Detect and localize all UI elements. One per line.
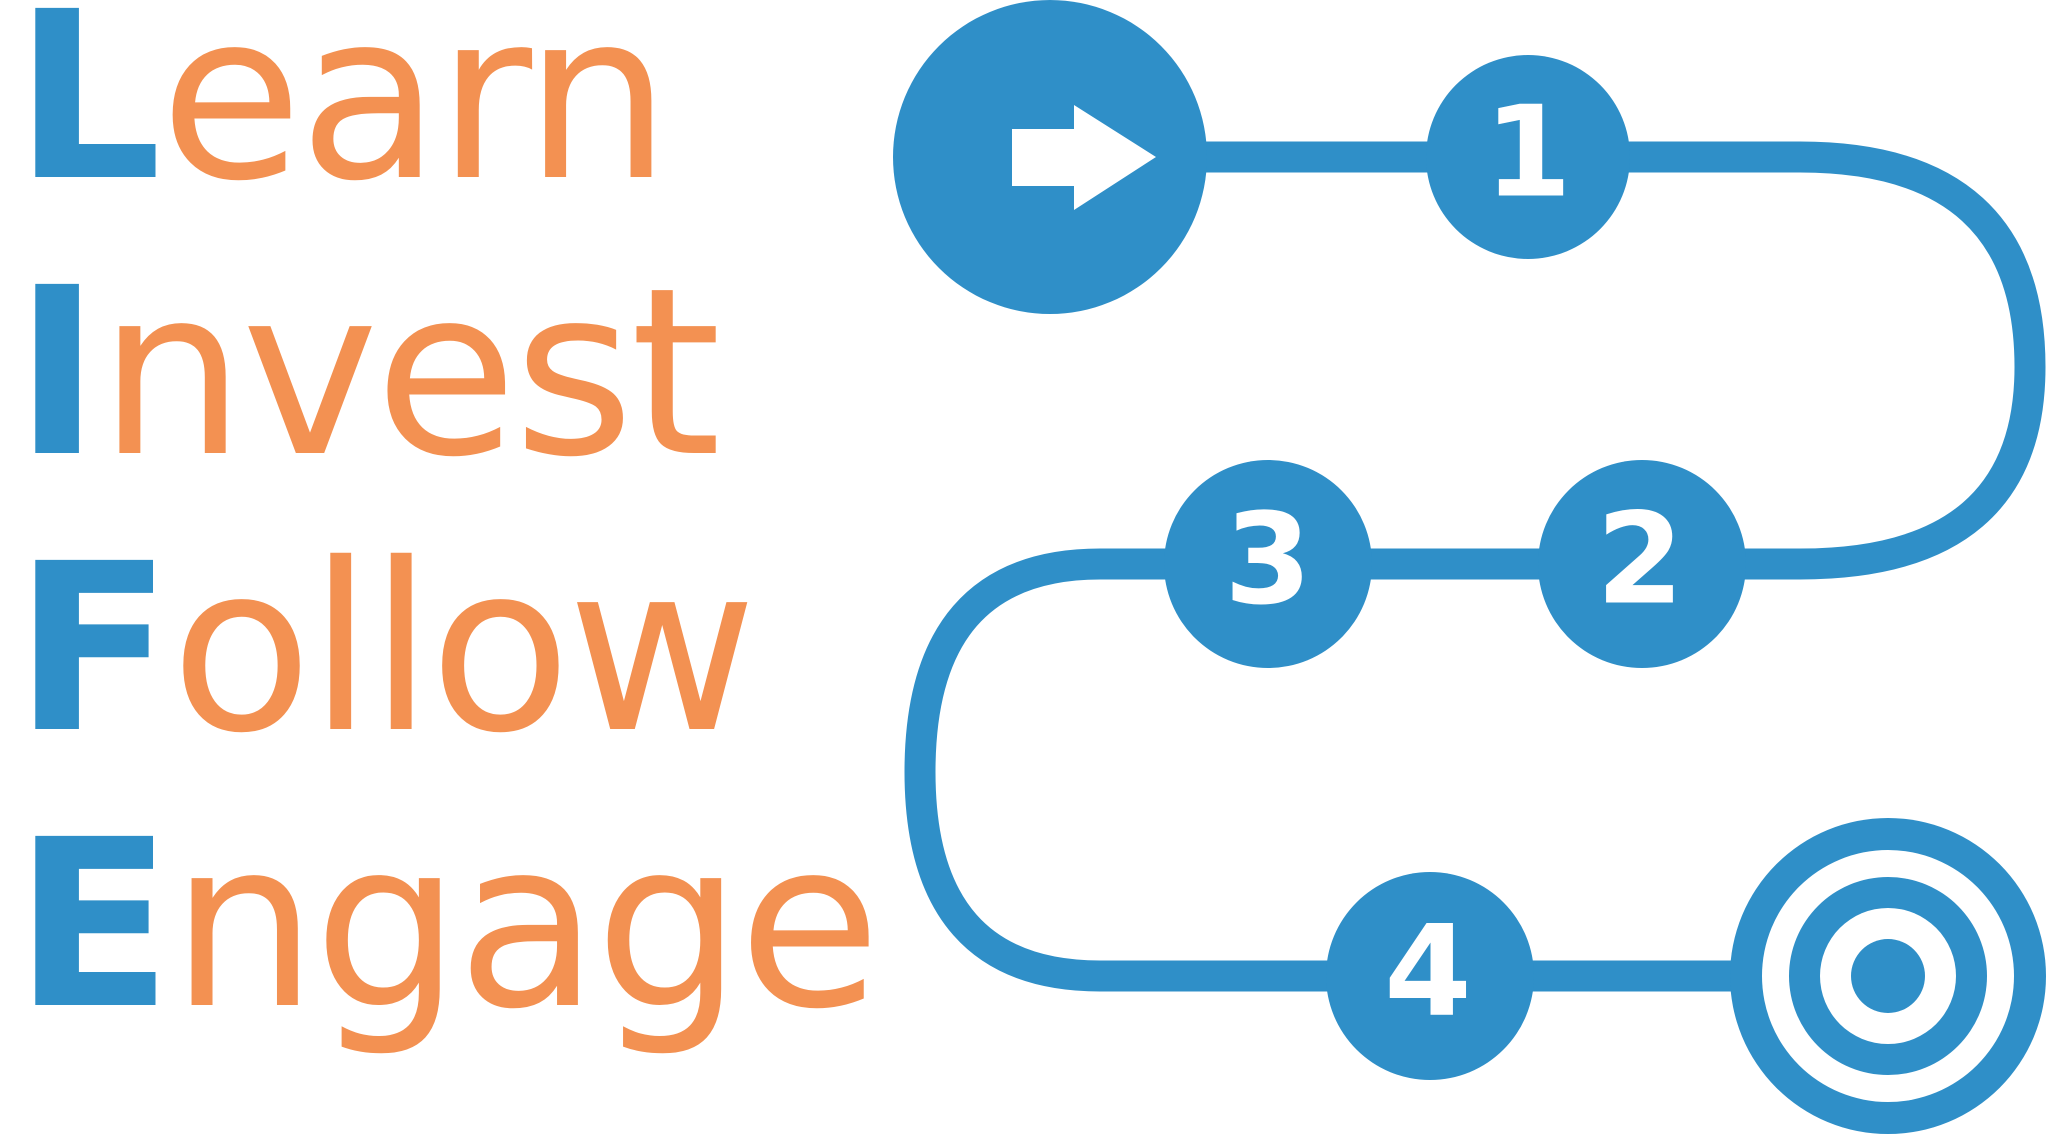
word-invest-initial: I	[14, 238, 100, 508]
word-follow-initial: F	[14, 514, 172, 784]
word-engage-rest: ngage	[170, 790, 880, 1060]
step-3-marker: 3	[1164, 460, 1372, 668]
word-learn-rest: earn	[159, 0, 671, 232]
step-2-label: 2	[1596, 486, 1684, 633]
word-invest-rest: nvest	[98, 238, 721, 508]
word-engage-initial: E	[14, 790, 172, 1060]
word-learn-initial: L	[14, 0, 162, 232]
target-icon	[1730, 818, 2046, 1134]
road-path	[904, 141, 2046, 992]
step-2-marker: 2	[1538, 460, 1746, 668]
step-4-marker: 4	[1326, 872, 1534, 1080]
step-1-label: 1	[1484, 79, 1572, 226]
step-4-label: 4	[1384, 898, 1472, 1045]
step-1-marker: 1	[1426, 55, 1630, 259]
step-3-label: 3	[1224, 486, 1312, 633]
arrow-right-icon	[1012, 105, 1156, 210]
word-follow-rest: ollow	[170, 514, 757, 784]
